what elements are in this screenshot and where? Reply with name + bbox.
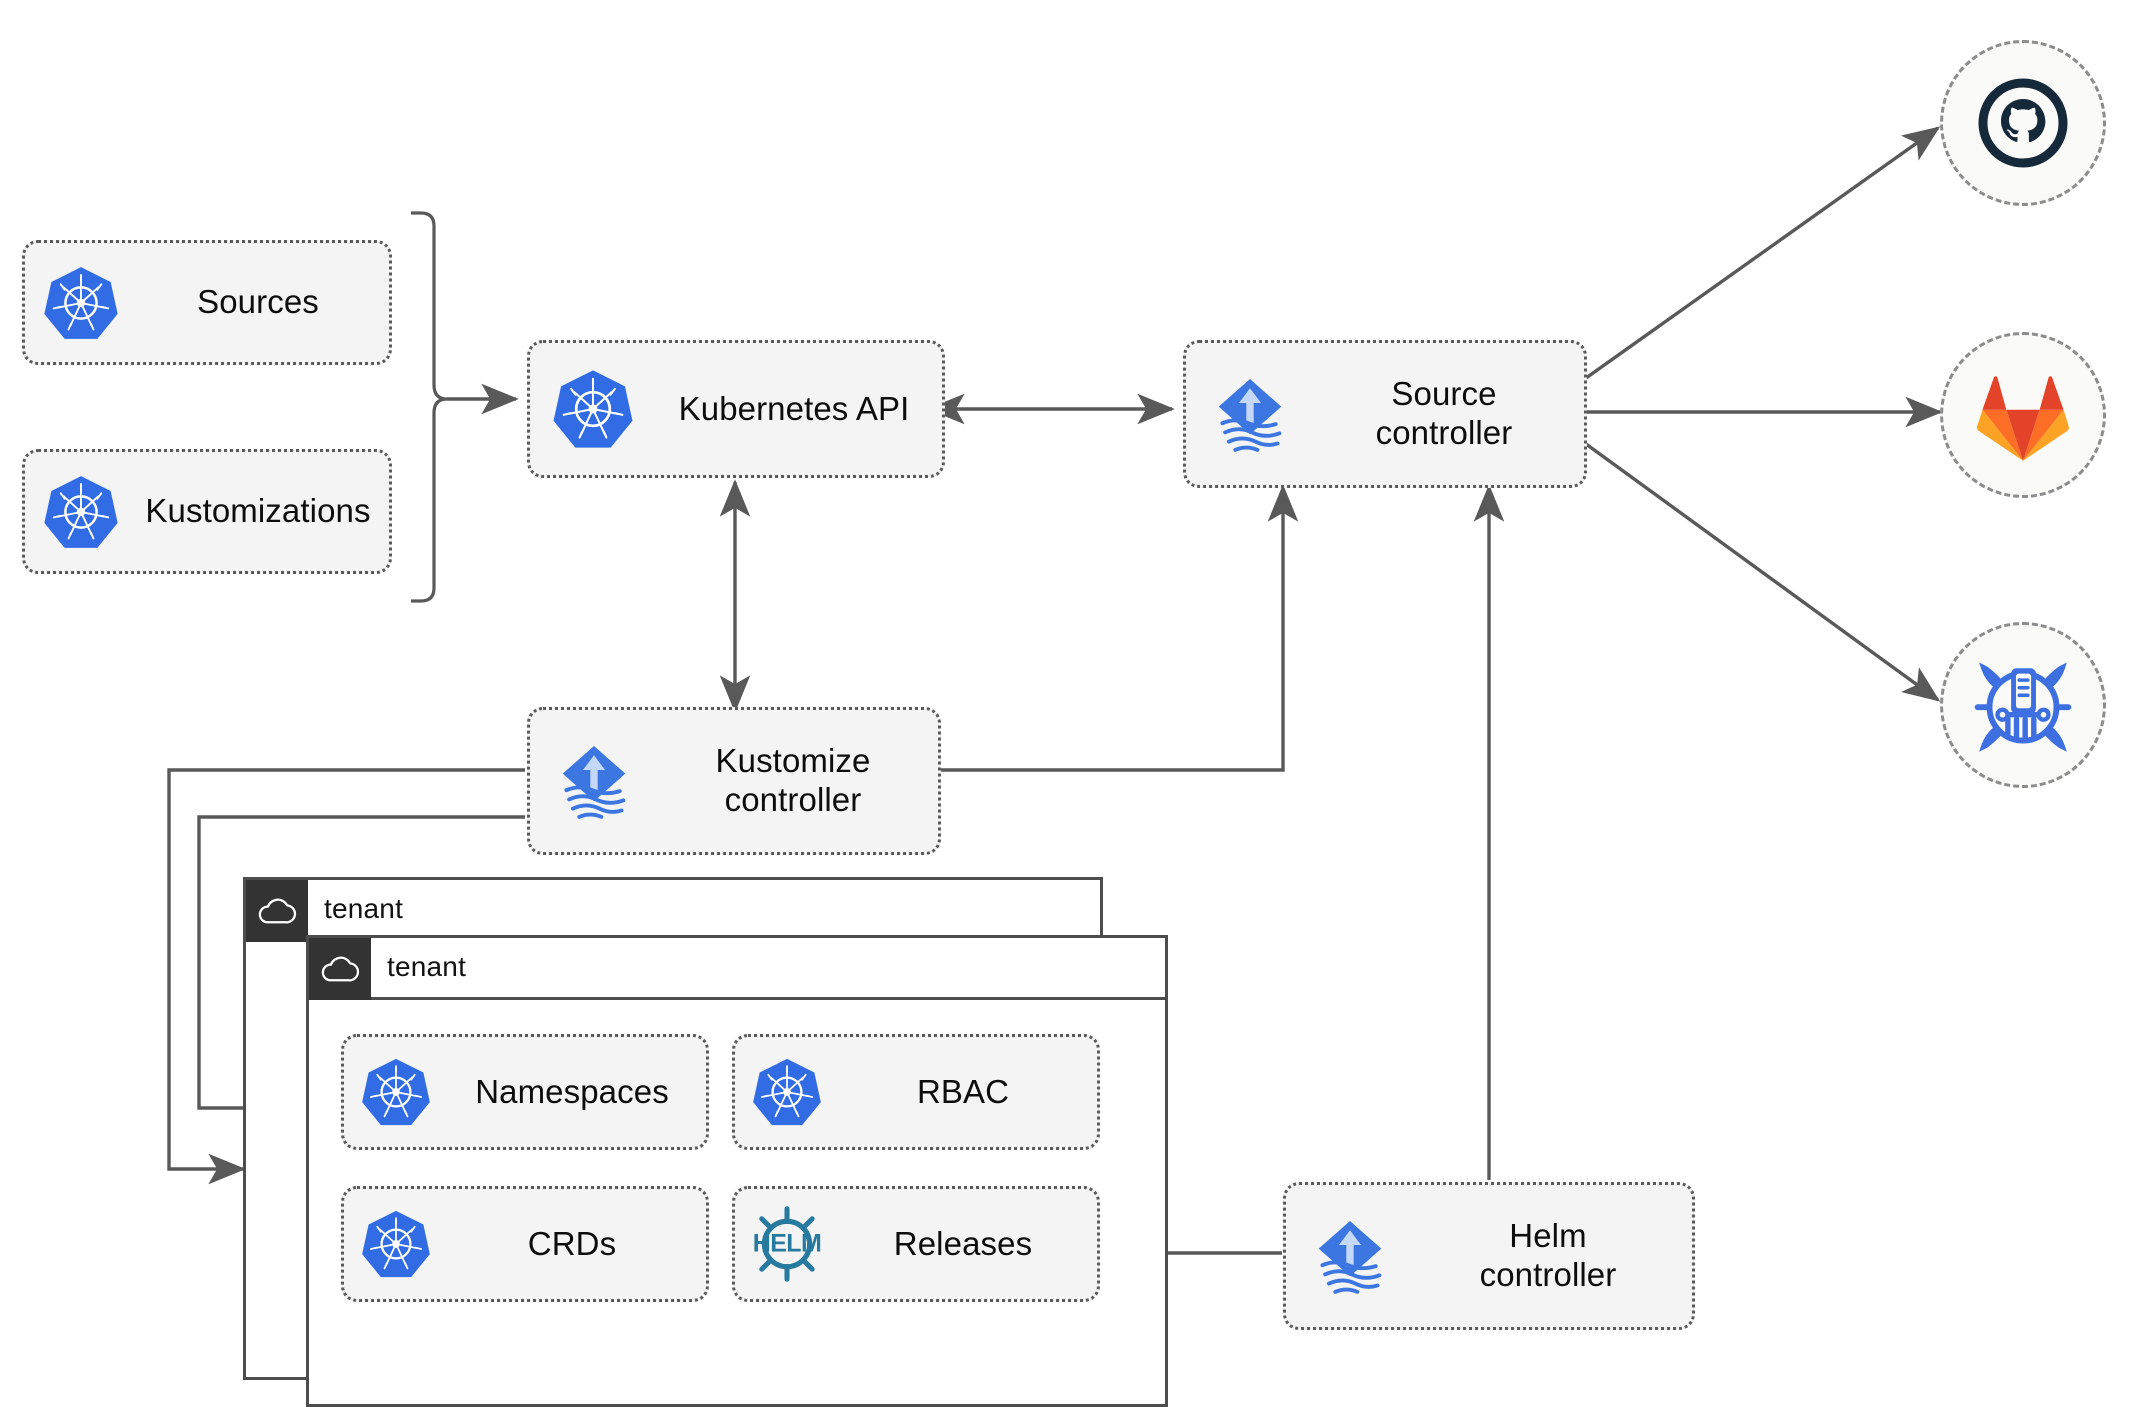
helm-repo-icon [1974, 662, 2072, 752]
node-helm-controller[interactable]: Helm controller [1283, 1182, 1695, 1330]
node-sources[interactable]: Sources [22, 240, 392, 365]
github-icon [1978, 78, 2068, 168]
tenant-header-badge [246, 880, 308, 942]
node-kubernetes-api[interactable]: Kubernetes API [527, 340, 945, 478]
helm-wordmark: HELM [752, 1229, 822, 1258]
node-label: Sources [197, 283, 319, 321]
provider-gitlab[interactable] [1940, 332, 2106, 498]
node-kustomizations[interactable]: Kustomizations [22, 449, 392, 574]
node-source-controller[interactable]: Source controller [1183, 340, 1587, 488]
kubernetes-icon [25, 473, 137, 551]
node-label-line2: controller [724, 781, 862, 818]
provider-helm-repository[interactable] [1940, 622, 2106, 788]
node-releases[interactable]: HELM Releases [732, 1186, 1100, 1302]
gitlab-icon [1977, 376, 2069, 461]
flux-icon [530, 735, 658, 827]
edge-bracket-inputs [411, 211, 448, 603]
node-label: Releases [893, 1224, 1033, 1262]
flux-icon [1286, 1210, 1414, 1302]
node-label: Kubernetes API [678, 389, 910, 427]
node-crds[interactable]: CRDs [341, 1186, 709, 1302]
node-kustomize-controller[interactable]: Kustomize controller [527, 707, 941, 855]
provider-github[interactable] [1940, 40, 2106, 206]
edge-kustomize-to-source [940, 484, 1299, 772]
helm-icon: HELM [735, 1202, 839, 1286]
node-label: Kustomize controller [658, 742, 938, 819]
cloud-icon [321, 956, 360, 982]
tenant-header-badge [309, 938, 371, 1000]
edge-source-to-helm-repo [1585, 442, 1941, 702]
node-label: Namespaces [475, 1072, 669, 1110]
kubernetes-icon [344, 1056, 448, 1128]
kubernetes-icon [344, 1208, 448, 1280]
node-label: RBAC [916, 1072, 1010, 1110]
node-namespaces[interactable]: Namespaces [341, 1034, 709, 1150]
node-label-line2: controller [1375, 414, 1513, 451]
node-label-line1: Helm [1509, 1217, 1587, 1255]
node-label-line2: controller [1479, 1256, 1617, 1293]
flux-icon [1186, 368, 1314, 460]
kubernetes-icon [735, 1056, 839, 1128]
edge-source-to-github [1585, 126, 1941, 380]
tenant-label: tenant [387, 951, 467, 982]
node-rbac[interactable]: RBAC [732, 1034, 1100, 1150]
node-label-line1: Kustomize [715, 742, 871, 780]
node-label: Helm controller [1414, 1217, 1692, 1294]
kubernetes-icon [25, 264, 137, 342]
cloud-icon [258, 898, 297, 924]
tenant-label: tenant [324, 893, 404, 924]
tenant-inner[interactable]: tenant [306, 935, 1168, 1407]
node-label: CRDs [527, 1224, 617, 1262]
kubernetes-icon [530, 367, 656, 451]
node-label: Source controller [1314, 375, 1584, 452]
node-label-line1: Source [1391, 375, 1497, 413]
node-label: Kustomizations [145, 492, 371, 530]
